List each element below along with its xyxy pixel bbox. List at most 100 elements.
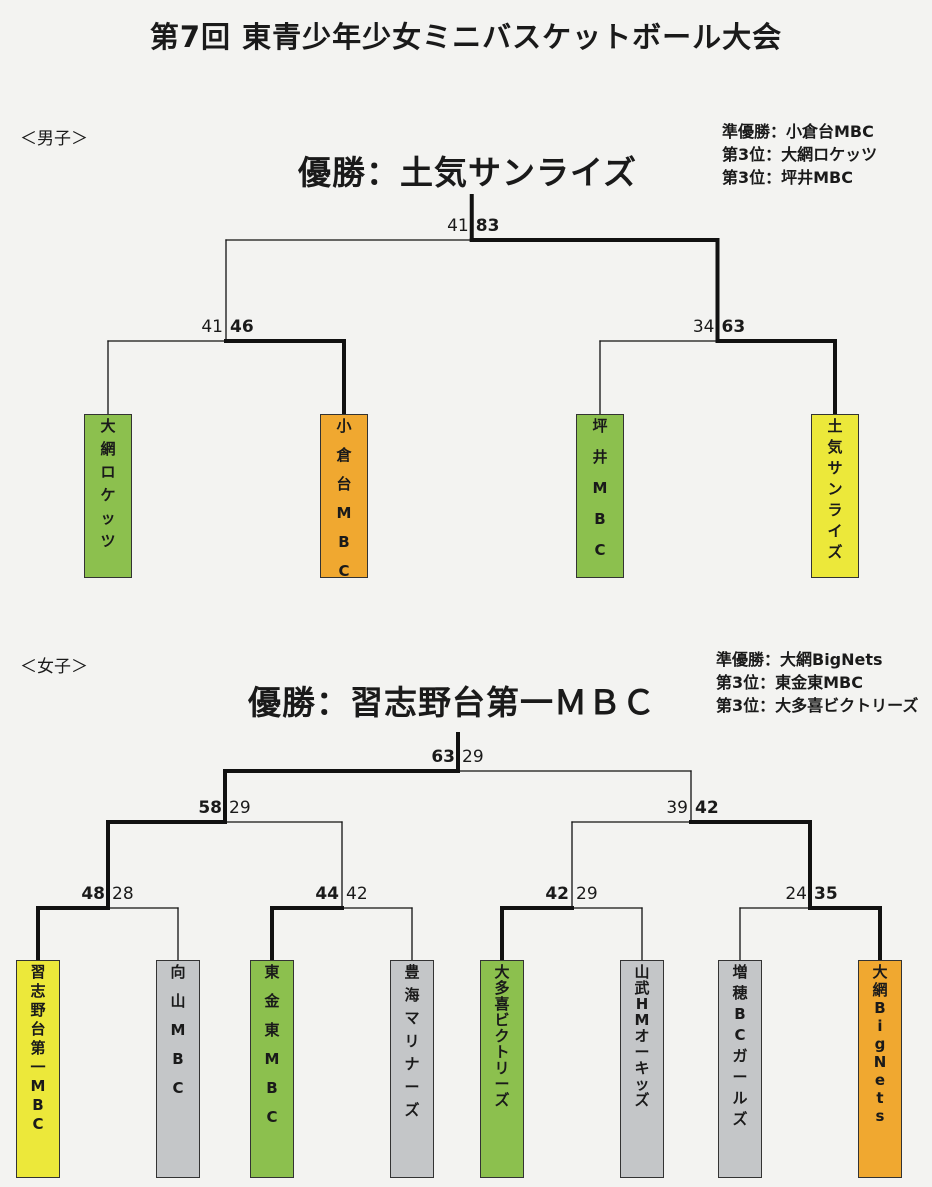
girls-team-6-char: ー [732,1068,748,1086]
girls-team-3-char: マ [404,1009,420,1027]
girls-team-1-char: C [172,1079,184,1097]
girls-team-5-char: M [634,1011,650,1029]
girls-team-0-char: 台 [30,1020,46,1038]
girls-quarter-2-left-score: 44 [315,884,339,904]
girls-team-4-char: ビ [494,1011,510,1029]
boys-semi-2-right-score: 63 [721,317,746,337]
girls-team-6-char: ズ [732,1110,748,1128]
girls-team-2-char: B [266,1079,278,1097]
girls-third-place-2: 第3位：大多喜ビクトリーズ [716,696,919,715]
girls-team-0-char: 第 [30,1039,46,1057]
boys-team-1-char: 台 [336,475,352,493]
girls-semi-2-left-score: 39 [666,798,688,818]
boys-team-2-char: B [594,510,606,528]
girls-team-6-char: ル [732,1089,748,1107]
girls-team-5-char: 山 [634,963,650,981]
girls-quarter-1-left-score: 48 [81,884,105,904]
girls-team-4-char: リ [494,1059,510,1077]
boys-semi-2-left-score: 34 [692,317,715,337]
boys-team-3-char: ラ [827,501,843,519]
boys-third-place-1: 第3位：大網ロケッツ [722,145,878,164]
girls-team-1-char: B [172,1050,184,1068]
girls-team-6-char: B [734,1005,746,1023]
boys-team-0-char: 網 [100,440,116,458]
boys-team-0-char: ケ [100,486,116,504]
girls-team-4-char: ク [494,1027,510,1045]
girls-team-6-char: ガ [732,1047,748,1065]
girls-team-0-char: B [32,1096,44,1114]
boys-team-2-char: 坪 [592,417,608,435]
girls-team-5-char: 武 [634,979,650,997]
boys-semi-1-right-score: 46 [230,317,254,337]
girls-team-7-char: N [873,1053,887,1071]
boys-team-3: 土気サンライズ [811,414,859,578]
girls-team-7-char: t [876,1089,884,1107]
boys-team-2-char: C [594,541,606,559]
boys-team-3-char: イ [827,522,843,540]
boys-team-1-char: 小 [336,417,352,435]
girls-team-3: 豊海マリナーズ [390,960,434,1178]
boys-semi-1-left-score: 41 [201,317,223,337]
girls-team-3-char: 豊 [404,963,420,981]
boys-team-3-char: サ [827,459,843,477]
girls-team-0-char: 習 [30,963,46,981]
boys-final-right-score: 83 [475,216,500,236]
girls-team-3-char: 海 [404,986,420,1004]
boys-third-place-2: 第3位：坪井MBC [722,168,853,187]
girls-team-3-char: ー [404,1078,420,1096]
boys-runner-up: 準優勝：小倉台MBC [722,122,874,141]
boys-team-3-char: 土 [827,417,843,435]
girls-champion: 優勝：習志野台第一ＭＢＣ [248,683,656,722]
girls-team-7-char: s [875,1107,885,1125]
boys-team-1-char: M [336,504,352,522]
girls-quarter-4-right-score: 35 [814,884,838,904]
girls-quarter-3-left-score: 42 [545,884,569,904]
girls-quarter-4-left-score: 24 [785,884,807,904]
boys-team-0-char: ロ [100,463,116,481]
girls-team-5-char: H [635,995,649,1013]
girls-runner-up: 準優勝：大網BigNets [716,650,883,669]
girls-team-6-char: C [734,1026,746,1044]
boys-team-0: 大網ロケッツ [84,414,132,578]
girls-team-7-char: e [874,1071,886,1089]
girls-quarter-3-right-score: 29 [576,884,598,904]
boys-team-0-char: ッ [100,509,116,527]
girls-team-3-char: リ [404,1032,420,1050]
boys-places: 準優勝：小倉台MBC 第3位：大網ロケッツ 第3位：坪井MBC [722,120,877,189]
boys-team-2-char: 井 [592,448,608,466]
girls-team-5-char: キ [634,1059,650,1077]
girls-team-4-char: 多 [494,979,510,997]
boys-team-0-char: 大 [100,417,116,435]
girls-team-0-char: 野 [30,1001,46,1019]
girls-team-2-char: 東 [264,1021,280,1039]
girls-semi-1-left-score: 58 [198,798,222,818]
boys-team-1-char: 倉 [336,446,352,464]
girls-team-2-char: M [264,1050,280,1068]
girls-team-4-char: 大 [494,963,510,981]
girls-team-1-char: 向 [170,963,186,981]
boys-team-2-char: M [592,479,608,497]
girls-team-0-char: M [30,1077,46,1095]
girls-team-4-char: ー [494,1075,510,1093]
girls-team-1-char: 山 [170,992,186,1010]
girls-team-0-char: 志 [30,982,46,1000]
boys-final-left-score: 41 [447,216,469,236]
girls-team-4-char: 喜 [494,995,510,1013]
boys-team-1-char: C [338,562,350,580]
boys-team-3-char: ン [827,480,843,498]
girls-team-7-char: 網 [872,981,888,999]
girls-quarter-2-right-score: 42 [346,884,368,904]
girls-team-7-char: B [874,999,886,1017]
girls-team-3-char: ズ [404,1101,420,1119]
girls-team-4-char: ズ [494,1091,510,1109]
girls-team-7-char: i [877,1017,883,1035]
